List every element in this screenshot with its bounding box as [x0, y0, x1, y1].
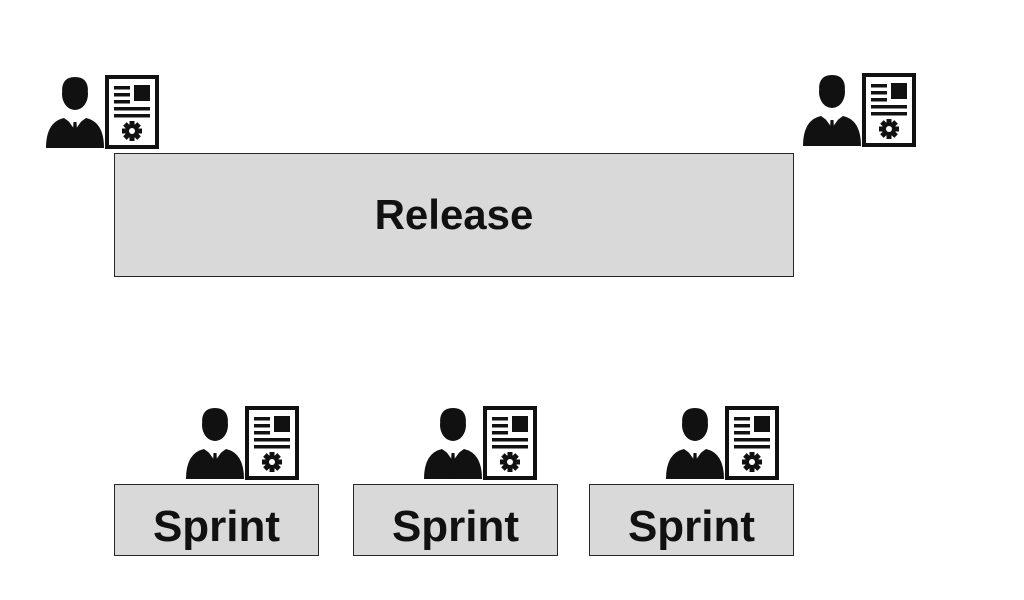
sprint-label: Sprint	[627, 502, 756, 551]
sprint-owner-2	[422, 405, 538, 481]
document-settings-icon	[245, 406, 299, 480]
sprint-owner-3	[664, 405, 780, 481]
sprint-box-2: Sprint	[353, 484, 558, 556]
document-settings-icon	[105, 75, 159, 149]
document-settings-icon	[483, 406, 537, 480]
document-settings-icon	[862, 73, 916, 147]
sprint-owner-1	[184, 405, 300, 481]
release-box: Release	[114, 153, 794, 277]
sprint-label: Sprint	[152, 502, 281, 551]
release-owner-right	[801, 72, 917, 148]
sprint-label: Sprint	[391, 502, 520, 551]
sprint-box-1: Sprint	[114, 484, 319, 556]
person-icon	[803, 75, 861, 146]
sprint-box-3: Sprint	[589, 484, 794, 556]
person-icon	[666, 408, 724, 479]
release-label: Release	[374, 191, 534, 238]
person-icon	[46, 77, 104, 148]
person-icon	[424, 408, 482, 479]
document-settings-icon	[725, 406, 779, 480]
release-owner-left	[44, 74, 160, 150]
person-icon	[186, 408, 244, 479]
